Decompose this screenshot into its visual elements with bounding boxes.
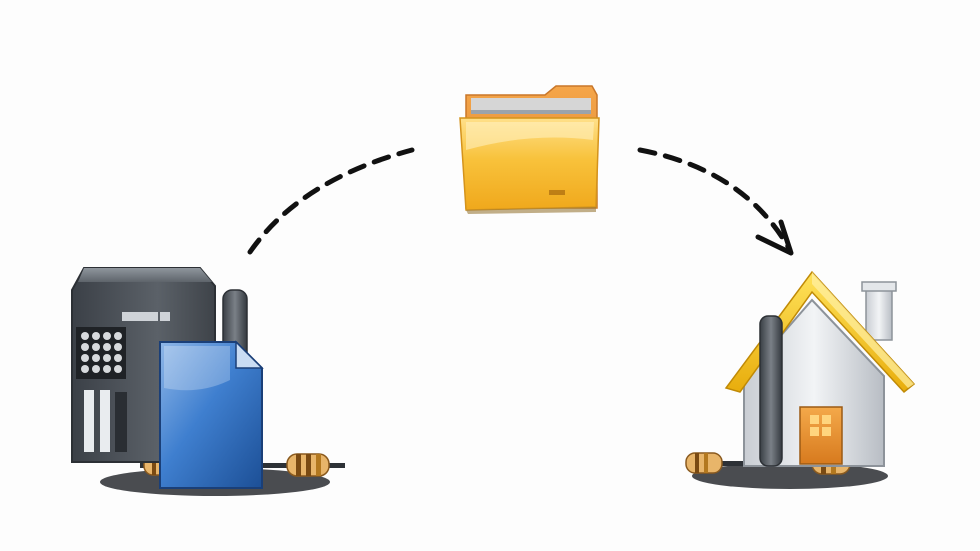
dashed-connector-folder-to-home xyxy=(637,147,793,253)
arrowhead-icon xyxy=(755,219,794,256)
dashed-connector-server-to-folder xyxy=(247,147,415,255)
